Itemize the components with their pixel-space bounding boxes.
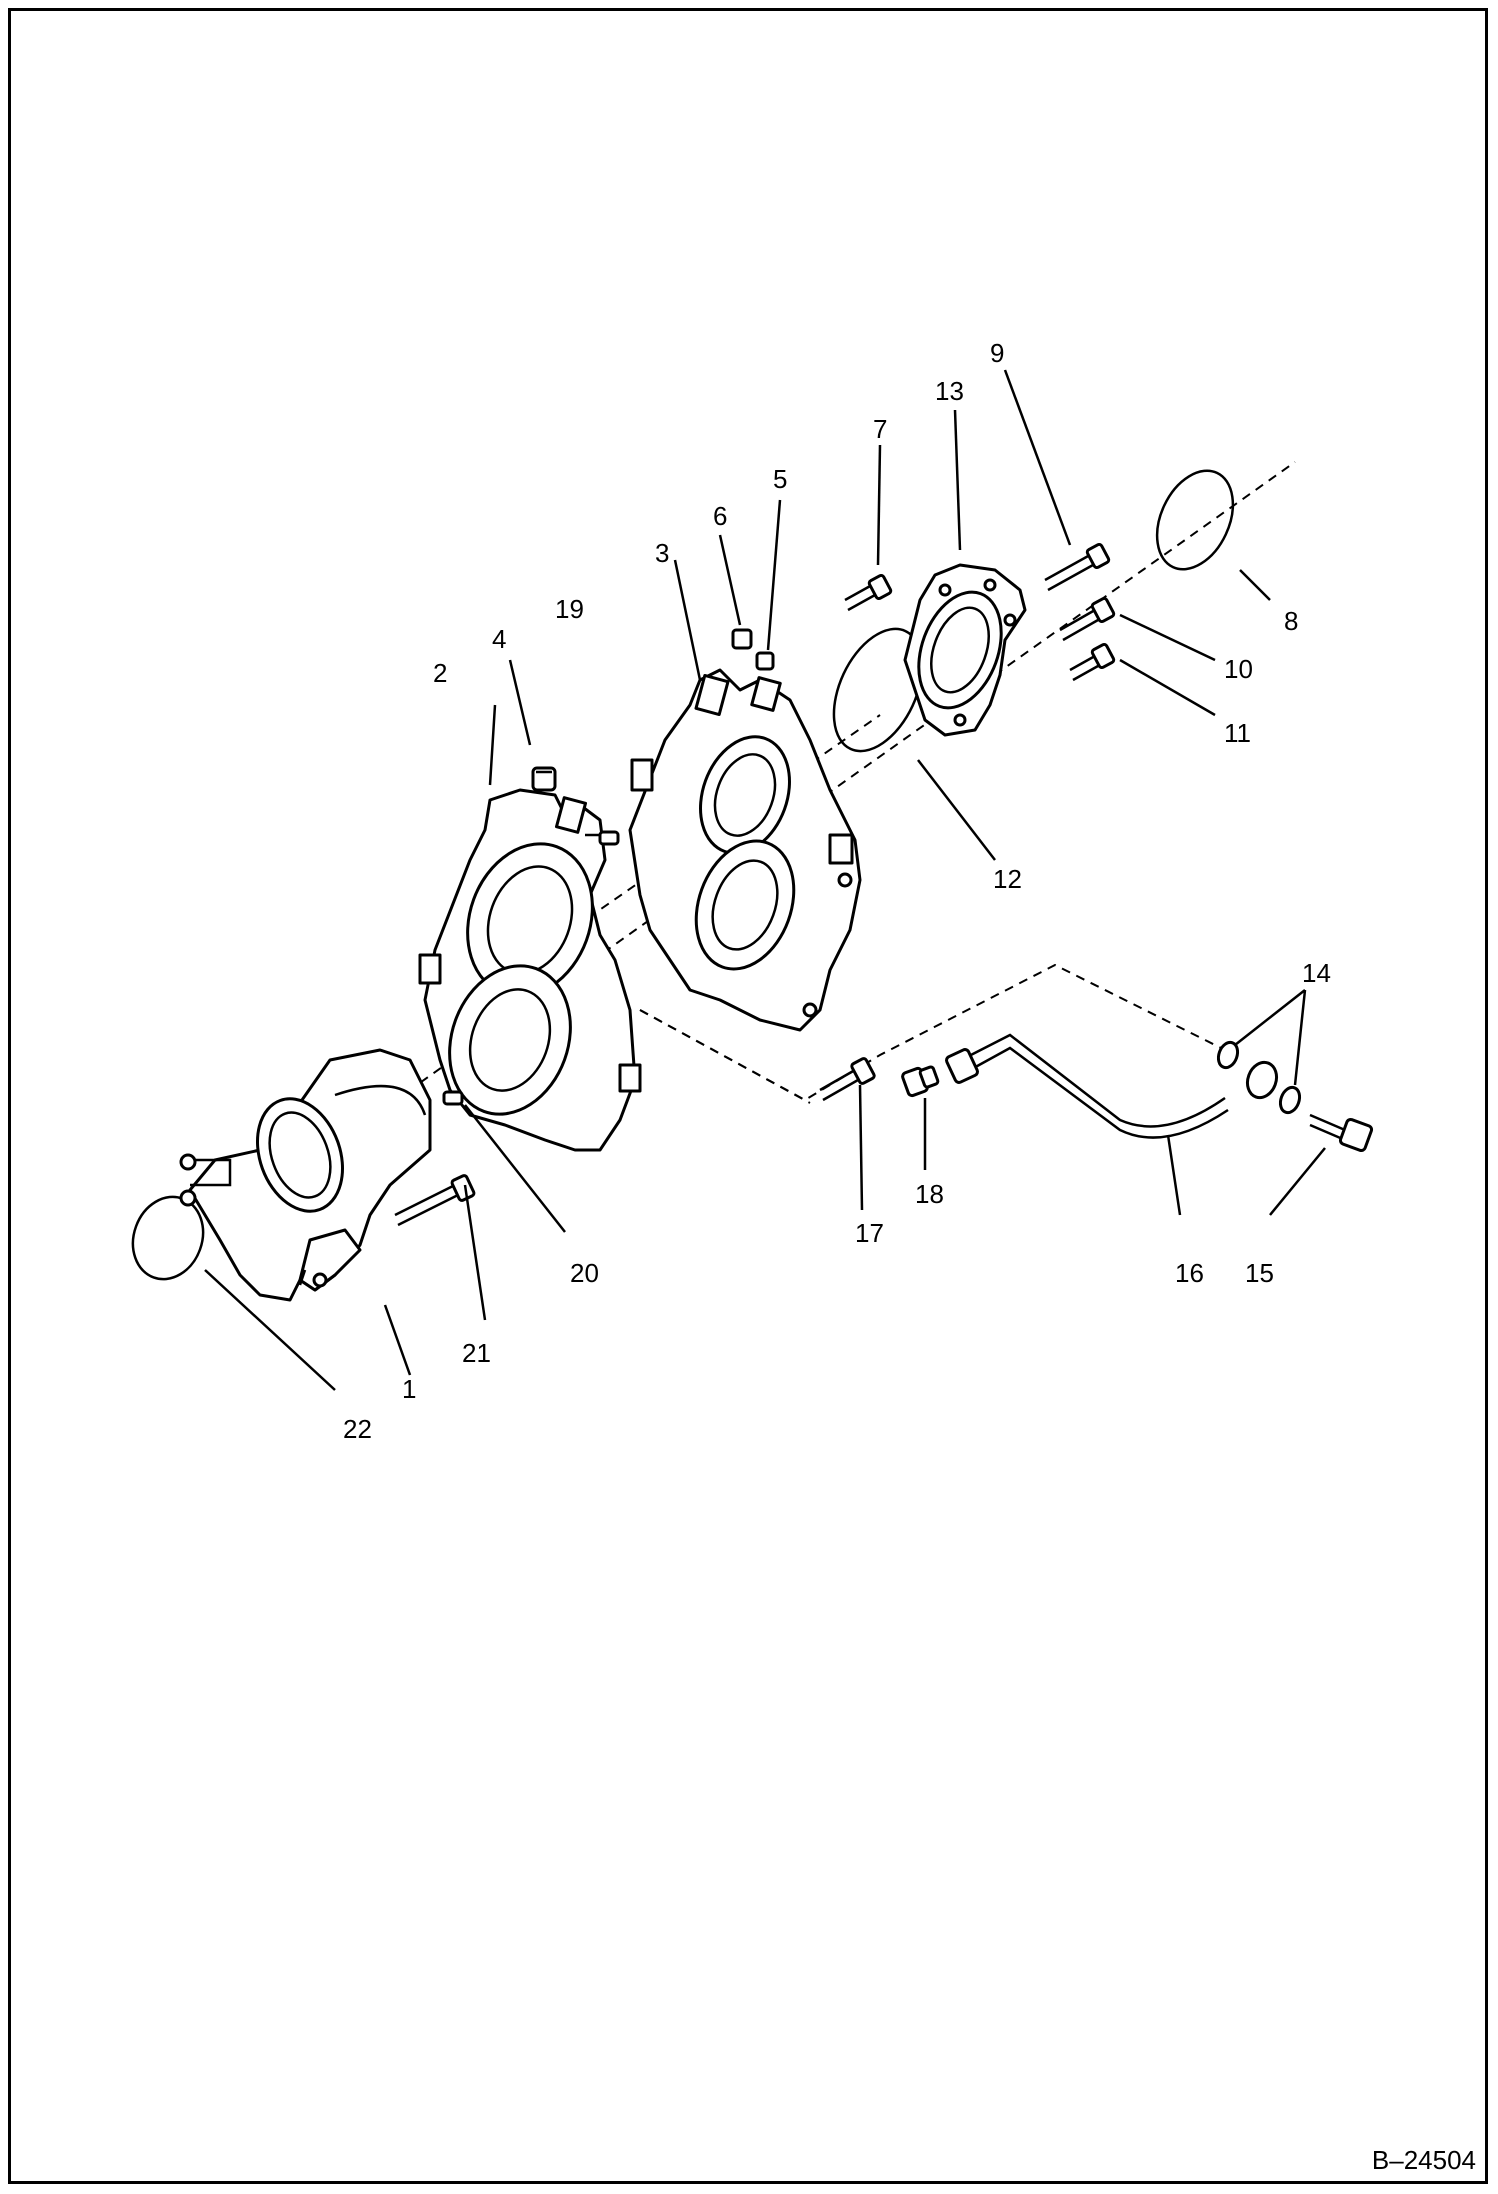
part-9-bolt <box>1044 542 1111 592</box>
callout-15: 15 <box>1245 1258 1274 1288</box>
callout-9: 9 <box>990 338 1004 368</box>
callout-5: 5 <box>773 464 787 494</box>
part-5-plug <box>755 651 775 671</box>
part-4-plug <box>531 766 557 792</box>
callout-labels: 1 2 3 4 5 6 7 8 9 10 11 12 13 14 15 16 1… <box>343 338 1331 1444</box>
callout-14: 14 <box>1302 958 1331 988</box>
part-12-o-ring <box>832 627 924 753</box>
part-17-bolt <box>819 1057 876 1102</box>
callout-3: 3 <box>655 538 669 568</box>
callout-22: 22 <box>343 1414 372 1444</box>
callout-8: 8 <box>1284 606 1298 636</box>
callout-18: 18 <box>915 1179 944 1209</box>
leader-lines <box>204 369 1326 1391</box>
callout-12: 12 <box>993 864 1022 894</box>
drawing-number: B–24504 <box>1371 2145 1476 2175</box>
callout-7: 7 <box>873 414 887 444</box>
callout-6: 6 <box>713 501 727 531</box>
part-13-flange <box>903 563 1027 737</box>
part-10-bolt <box>1059 596 1116 642</box>
part-2-gear-case <box>418 788 642 1152</box>
part-21-bolt <box>394 1174 476 1227</box>
callout-13: 13 <box>935 376 964 406</box>
part-20-dowel-pin <box>442 1090 464 1106</box>
bolt17-routing-line <box>639 1009 811 1104</box>
part-3-gear-cover <box>628 668 862 1032</box>
callout-10: 10 <box>1224 654 1253 684</box>
callout-21: 21 <box>462 1338 491 1368</box>
part-15-bolt <box>1309 1113 1374 1153</box>
drawing-frame <box>8 8 1488 2184</box>
part-1-housing <box>179 1048 432 1302</box>
part-6-plug <box>731 628 753 650</box>
callout-17: 17 <box>855 1218 884 1248</box>
part-19-dowel-pin <box>598 830 620 846</box>
part-11-bolt <box>1069 642 1116 682</box>
tube-routing-line <box>639 963 1236 1102</box>
callout-1: 1 <box>402 1374 416 1404</box>
callout-2: 2 <box>433 658 447 688</box>
callout-20: 20 <box>570 1258 599 1288</box>
callout-19: 19 <box>555 594 584 624</box>
callout-16: 16 <box>1175 1258 1204 1288</box>
part-8-o-ring <box>1155 469 1235 571</box>
part-16-tube <box>945 1033 1279 1139</box>
part-14-washers <box>1216 1040 1302 1115</box>
callout-4: 4 <box>492 624 506 654</box>
part-18-fitting <box>901 1065 940 1098</box>
callout-11: 11 <box>1224 718 1251 748</box>
part-7-bolt <box>844 573 893 612</box>
